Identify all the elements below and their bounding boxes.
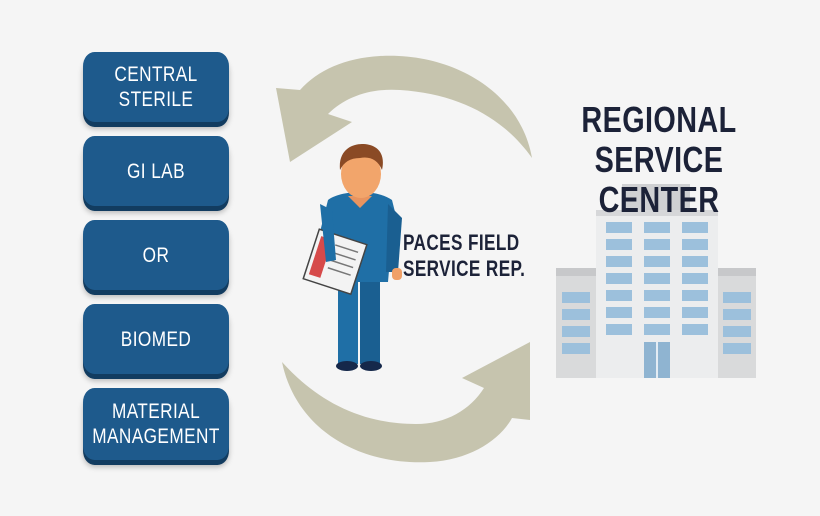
field-service-rep-figure bbox=[302, 144, 402, 371]
building-windows bbox=[562, 222, 751, 354]
rep-label-line2: SERVICE REP. bbox=[403, 256, 526, 281]
building-window bbox=[682, 222, 708, 233]
dept-label-biomed: BIOMED bbox=[120, 327, 192, 351]
building-window bbox=[723, 343, 751, 354]
field-service-rep-label: PACES FIELD SERVICE REP. bbox=[403, 230, 525, 282]
building-window bbox=[682, 256, 708, 267]
rep-label-line1: PACES FIELD bbox=[403, 230, 520, 255]
building-window bbox=[723, 326, 751, 337]
center-label-line1: REGIONAL bbox=[581, 99, 737, 140]
building-window bbox=[682, 324, 708, 335]
building-window bbox=[682, 239, 708, 250]
dept-label-gi-lab: GI LAB bbox=[127, 159, 185, 183]
building-window bbox=[644, 222, 670, 233]
building-window bbox=[644, 239, 670, 250]
building-window bbox=[723, 309, 751, 320]
building-window bbox=[644, 290, 670, 301]
dept-label-management: MANAGEMENT bbox=[92, 425, 220, 448]
dept-box-material-management: MATERIAL MANAGEMENT bbox=[83, 388, 229, 460]
dept-label-or: OR bbox=[142, 243, 170, 267]
arrow-to-departments bbox=[276, 55, 532, 162]
regional-service-center-label: REGIONAL SERVICE CENTER bbox=[575, 100, 743, 220]
building-window bbox=[606, 256, 632, 267]
building-window bbox=[644, 324, 670, 335]
building-window bbox=[682, 273, 708, 284]
dept-box-gi-lab: GI LAB bbox=[83, 136, 229, 206]
building-window bbox=[606, 222, 632, 233]
building-window bbox=[606, 324, 632, 335]
center-label-line2: SERVICE CENTER bbox=[594, 139, 724, 220]
building-window bbox=[606, 273, 632, 284]
building-window bbox=[606, 290, 632, 301]
building-window bbox=[644, 273, 670, 284]
building-window bbox=[644, 307, 670, 318]
building-window bbox=[644, 256, 670, 267]
dept-label-material: MATERIAL bbox=[111, 400, 201, 423]
arrow-to-service-center bbox=[282, 342, 530, 463]
building-window bbox=[682, 307, 708, 318]
dept-box-or: OR bbox=[83, 220, 229, 290]
building-window bbox=[562, 326, 590, 337]
dept-label-central-sterile: CENTRAL STERILE bbox=[114, 63, 198, 111]
building-window bbox=[606, 239, 632, 250]
building-window bbox=[562, 309, 590, 320]
building-window bbox=[682, 290, 708, 301]
dept-box-central-sterile: CENTRAL STERILE bbox=[83, 52, 229, 122]
building-window bbox=[562, 292, 590, 303]
building-window bbox=[606, 307, 632, 318]
building-window bbox=[723, 292, 751, 303]
building-window bbox=[562, 343, 590, 354]
dept-box-biomed: BIOMED bbox=[83, 304, 229, 374]
